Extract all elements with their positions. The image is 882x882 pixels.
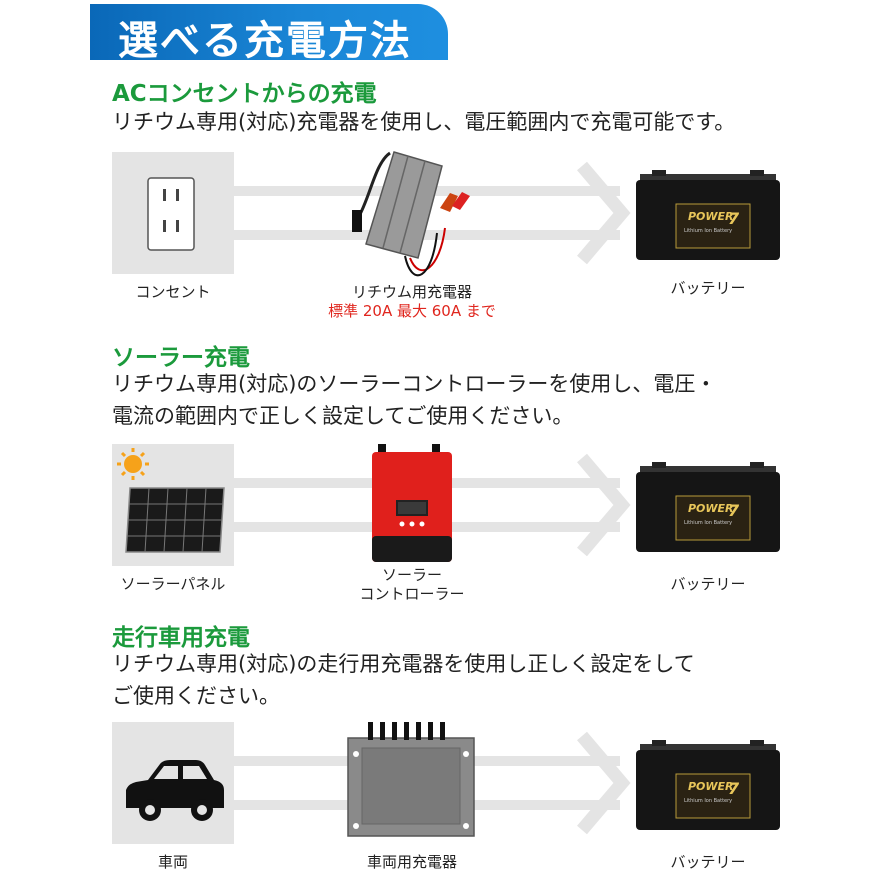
battery-brand-sub: Lithium Ion Battery xyxy=(684,798,732,804)
desc-line: 電流の範囲内で正しく設定してご使用ください。 xyxy=(112,404,574,428)
source-label: ソーラーパネル xyxy=(120,575,226,593)
battery-brand-number: 7 xyxy=(728,209,740,228)
solar-charging-flow: POWER 7 Lithium Ion Battery xyxy=(112,444,780,566)
vehicle-charging-flow: POWER 7 Lithium Ion Battery xyxy=(112,722,780,844)
section-title-solar: ソーラー充電 xyxy=(112,345,250,371)
device-label: 車両用充電器 xyxy=(366,853,457,871)
section-desc-vehicle: リチウム専用(対応)の走行用充電器を使用し正しく設定をして ご使用ください。 xyxy=(112,648,695,712)
battery-label: バッテリー xyxy=(670,279,746,297)
battery-brand: POWER xyxy=(688,780,734,793)
car-icon xyxy=(112,722,234,844)
battery-label: バッテリー xyxy=(670,575,746,593)
battery-brand-sub: Lithium Ion Battery xyxy=(684,228,732,234)
header-banner xyxy=(90,4,448,60)
charger-icon xyxy=(352,151,470,277)
sun-icon xyxy=(117,448,149,480)
source-label: 車両 xyxy=(157,853,188,871)
device-label-line1: ソーラー xyxy=(381,566,442,584)
vehicle-charger-icon xyxy=(347,722,475,837)
outlet-icon xyxy=(112,152,234,274)
battery-icon: POWER 7 Lithium Ion Battery xyxy=(636,170,780,260)
section-title-ac: ACコンセントからの充電 xyxy=(112,81,377,107)
device-label: リチウム用充電器 xyxy=(351,283,472,301)
desc-line: リチウム専用(対応)充電器を使用し、電圧範囲内で充電可能です。 xyxy=(112,110,736,134)
section-title-vehicle: 走行車用充電 xyxy=(112,625,250,651)
section-desc-ac: リチウム専用(対応)充電器を使用し、電圧範囲内で充電可能です。 xyxy=(112,106,735,138)
solar-panel-icon xyxy=(112,444,234,566)
battery-brand-number: 7 xyxy=(728,501,740,520)
battery-icon: POWER 7 Lithium Ion Battery xyxy=(636,740,780,830)
desc-line: ご使用ください。 xyxy=(112,684,280,708)
battery-label: バッテリー xyxy=(670,853,746,871)
desc-line: リチウム専用(対応)の走行用充電器を使用し正しく設定をして xyxy=(112,652,695,676)
battery-brand-number: 7 xyxy=(728,779,740,798)
battery-brand: POWER xyxy=(688,502,734,515)
device-note: 標準 20A 最大 60A まで xyxy=(328,302,496,320)
battery-brand-sub: Lithium Ion Battery xyxy=(684,520,732,526)
source-label: コンセント xyxy=(135,283,211,301)
device-label-line2: コントローラー xyxy=(359,585,465,603)
battery-brand: POWER xyxy=(688,210,734,223)
solar-controller-icon xyxy=(372,444,452,562)
section-desc-solar: リチウム専用(対応)のソーラーコントローラーを使用し、電圧・ 電流の範囲内で正し… xyxy=(112,368,716,432)
page-title: 選べる充電方法 xyxy=(118,18,412,64)
ac-charging-flow: POWER 7 Lithium Ion Battery xyxy=(112,151,780,277)
desc-line: リチウム専用(対応)のソーラーコントローラーを使用し、電圧・ xyxy=(112,372,717,396)
battery-icon: POWER 7 Lithium Ion Battery xyxy=(636,462,780,552)
